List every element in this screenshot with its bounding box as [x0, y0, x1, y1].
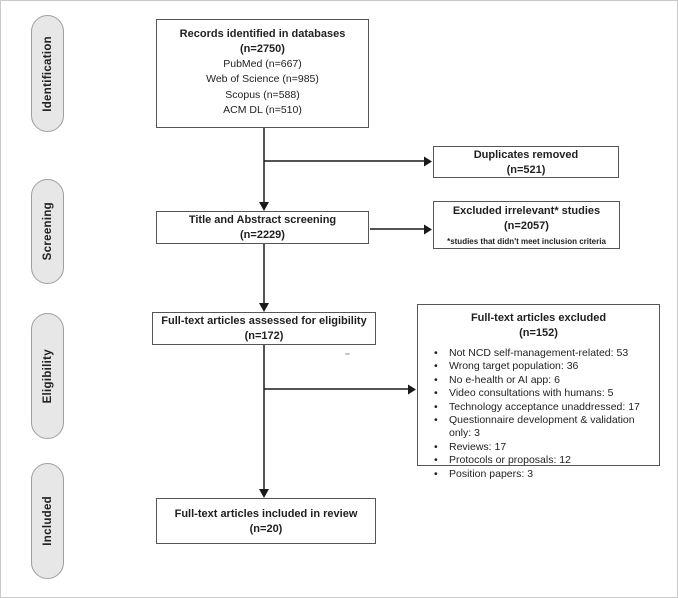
stage-label: Screening	[41, 202, 54, 261]
box-title: Records identified in databases	[179, 28, 346, 40]
stage-label: Identification	[41, 35, 54, 112]
exclusion-reason-list: Not NCD self-management-related: 53 Wron…	[418, 347, 659, 481]
box-count: (n=521)	[506, 164, 546, 176]
exclusion-reason: No e-health or AI app: 6	[418, 374, 659, 388]
box-fulltext-eligibility: Full-text articles assessed for eligibil…	[152, 312, 376, 345]
box-included-in-review: Full-text articles included in review (n…	[156, 498, 376, 544]
stage-screening: Screening	[31, 179, 64, 284]
stage-label: Included	[41, 496, 54, 546]
exclusion-reason: Technology acceptance unaddressed: 17	[418, 401, 659, 415]
exclusion-reason: Wrong target population: 36	[418, 360, 659, 374]
box-title: Duplicates removed	[473, 149, 579, 161]
box-records-identified: Records identified in databases (n=2750)…	[156, 19, 369, 128]
box-footnote: *studies that didn't meet inclusion crit…	[447, 237, 606, 246]
box-title: Title and Abstract screening	[188, 214, 337, 226]
box-count: (n=172)	[244, 330, 284, 342]
stage-eligibility: Eligibility	[31, 313, 64, 439]
source-pubmed: PubMed (n=667)	[223, 58, 302, 70]
box-count: (n=20)	[249, 523, 283, 535]
box-fulltext-excluded: Full-text articles excluded (n=152) Not …	[417, 304, 660, 481]
box-title: Excluded irrelevant* studies	[452, 205, 601, 217]
box-count: (n=2750)	[240, 43, 285, 55]
exclusion-reason: Questionnaire development & validation o…	[418, 414, 659, 441]
box-title: Full-text articles assessed for eligibil…	[161, 315, 367, 327]
stage-included: Included	[31, 463, 64, 579]
box-count: (n=152)	[519, 327, 558, 339]
stage-identification: Identification	[31, 15, 64, 132]
exclusion-reason: Protocols or proposals: 12	[418, 454, 659, 468]
source-web-of-science: Web of Science (n=985)	[206, 73, 319, 86]
scan-artifact	[345, 353, 350, 355]
source-acm-dl: ACM DL (n=510)	[223, 103, 302, 116]
box-title-abstract-screening: Title and Abstract screening (n=2229)	[156, 211, 369, 244]
box-excluded-irrelevant: Excluded irrelevant* studies (n=2057) *s…	[433, 201, 620, 249]
source-scopus: Scopus (n=588)	[225, 88, 300, 101]
exclusion-reason: Position papers: 3	[418, 468, 659, 482]
box-title: Full-text articles included in review	[174, 508, 358, 520]
box-count: (n=2057)	[504, 220, 549, 232]
exclusion-reason: Video consultations with humans: 5	[418, 387, 659, 401]
stage-label: Eligibility	[41, 348, 54, 404]
box-title: Full-text articles excluded	[470, 312, 607, 324]
box-duplicates-removed: Duplicates removed (n=521)	[433, 146, 619, 178]
box-count: (n=2229)	[240, 229, 285, 241]
exclusion-reason: Reviews: 17	[418, 441, 659, 455]
exclusion-reason: Not NCD self-management-related: 53	[418, 347, 659, 361]
